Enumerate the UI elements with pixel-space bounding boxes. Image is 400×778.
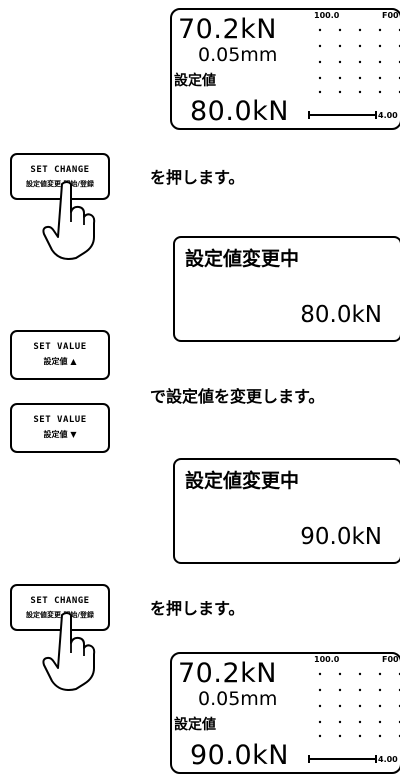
setpoint-value: 80.0kN [190, 96, 289, 127]
scale-code-label: F00 [382, 655, 399, 664]
changing-title: 設定値変更中 [185, 470, 300, 492]
dot-grid-graph [318, 672, 400, 738]
lcd-display-updated: 70.2kN 0.05mm 設定値 90.0kN 100.0 F00 4.00 [170, 652, 400, 774]
time-axis-bar [308, 111, 377, 119]
changing-value: 80.0kN [300, 302, 382, 328]
set-value-down-key-label: SET VALUE [33, 415, 87, 425]
time-axis-bar [308, 755, 377, 763]
instruction-press-1: を押します。 [150, 168, 245, 187]
set-value-up-key-label: SET VALUE [33, 342, 87, 352]
pointing-hand-icon [42, 612, 96, 691]
set-change-key-confirm[interactable]: SET CHANGE 設定値変更 開始/登録 [10, 584, 110, 631]
scale-time-label: 4.00 [378, 111, 398, 120]
dot-grid-graph [318, 28, 400, 94]
instruction-change-value: で設定値を変更します。 [150, 387, 325, 406]
instruction-press-2: を押します。 [150, 599, 245, 618]
setpoint-changing-panel-2: 設定値変更中 90.0kN [173, 458, 400, 564]
setpoint-label: 設定値 [174, 73, 216, 89]
pointing-hand-icon [42, 181, 96, 260]
set-change-key-label: SET CHANGE [30, 596, 90, 606]
set-change-key-sublabel: 設定値変更 開始/登録 [26, 180, 94, 188]
set-value-up-key[interactable]: SET VALUE 設定値 ▲ [10, 330, 110, 380]
scale-code-label: F00 [382, 11, 399, 20]
scale-max-label: 100.0 [314, 655, 340, 664]
set-change-key-sublabel: 設定値変更 開始/登録 [26, 611, 94, 619]
setpoint-changing-panel-1: 設定値変更中 80.0kN [173, 236, 400, 342]
changing-title: 設定値変更中 [185, 248, 300, 270]
set-value-up-key-sublabel: 設定値 ▲ [43, 357, 77, 366]
set-value-down-key-sublabel: 設定値 ▼ [43, 430, 77, 439]
set-change-key[interactable]: SET CHANGE 設定値変更 開始/登録 [10, 153, 110, 200]
displacement-reading: 0.05mm [198, 688, 278, 710]
lcd-display-initial: 70.2kN 0.05mm 設定値 80.0kN 100.0 F00 4.00 [170, 8, 400, 130]
set-value-down-key[interactable]: SET VALUE 設定値 ▼ [10, 403, 110, 453]
set-change-key-label: SET CHANGE [30, 165, 90, 175]
scale-max-label: 100.0 [314, 11, 340, 20]
force-reading: 70.2kN [178, 14, 277, 45]
setpoint-label: 設定値 [174, 717, 216, 733]
displacement-reading: 0.05mm [198, 44, 278, 66]
force-reading: 70.2kN [178, 658, 277, 689]
scale-time-label: 4.00 [378, 755, 398, 764]
setpoint-value: 90.0kN [190, 740, 289, 771]
changing-value: 90.0kN [300, 524, 382, 550]
